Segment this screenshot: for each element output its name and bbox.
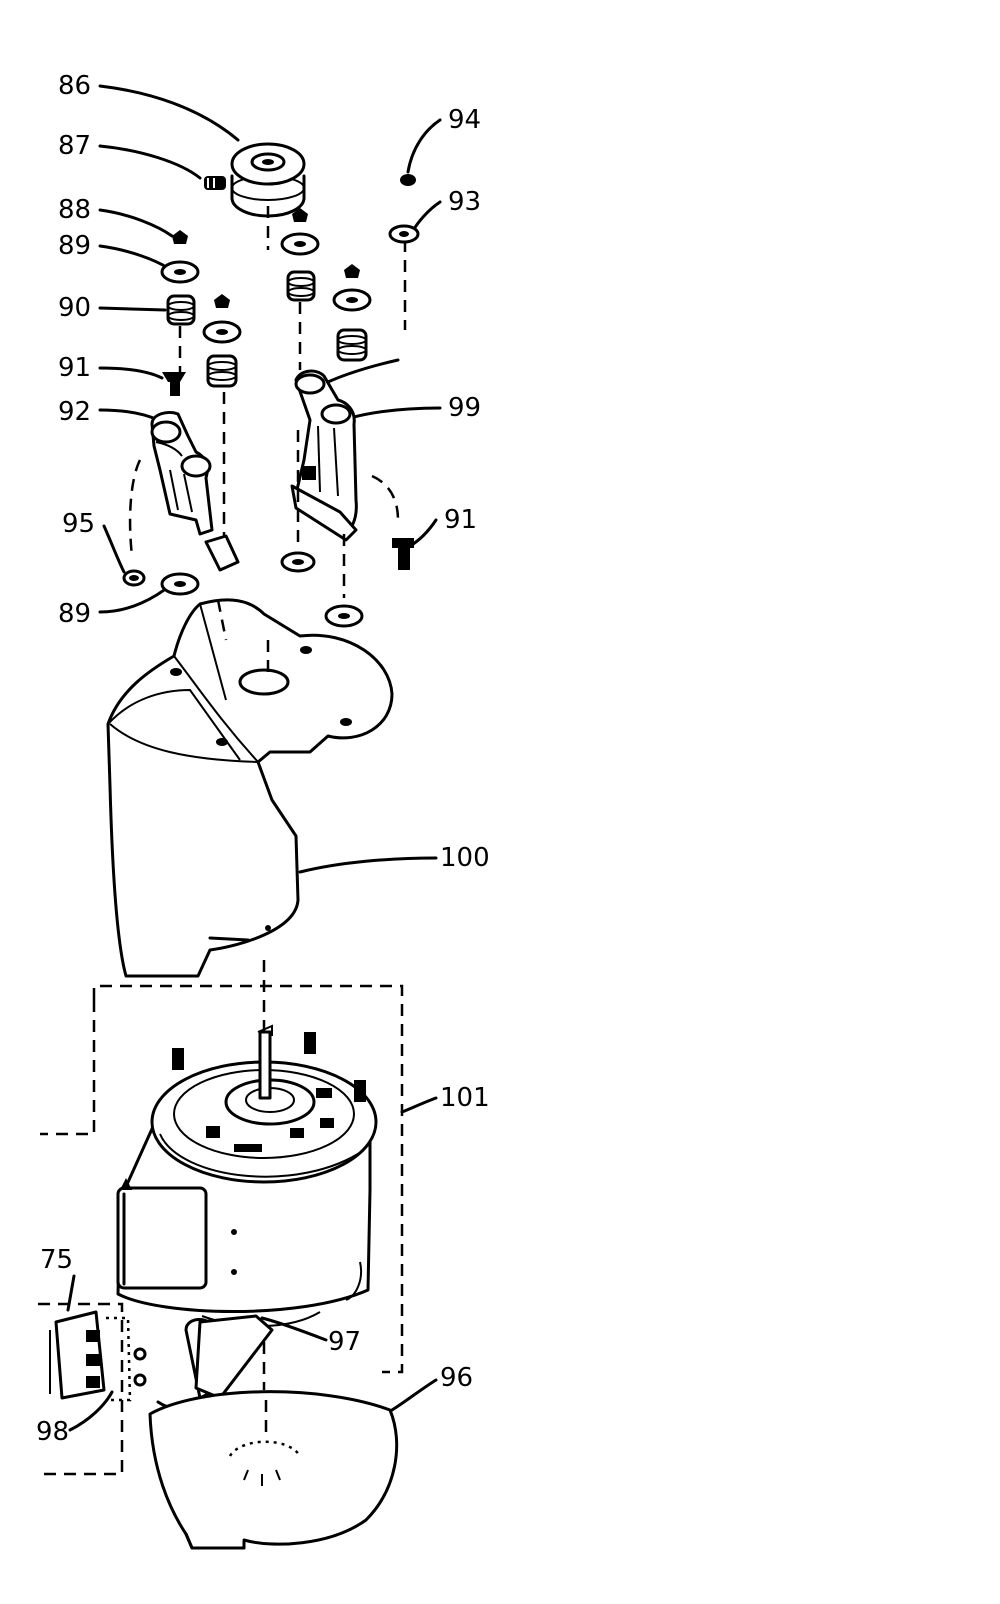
- motor-assembly-outline-left: [40, 1000, 96, 1136]
- setscrew-87: [204, 176, 226, 190]
- label-91-right: 91: [444, 505, 477, 535]
- label-96: 96: [440, 1363, 473, 1393]
- leader-92: [98, 408, 160, 422]
- leader-91-left: [98, 366, 164, 380]
- base-cover-96: [148, 1390, 399, 1550]
- label-95: 95: [62, 509, 95, 539]
- switch-assembly-75-98: [36, 1302, 147, 1476]
- leader-88: [98, 208, 174, 238]
- motor-bracket-92: [128, 410, 240, 572]
- label-88: 88: [58, 195, 91, 225]
- label-90: 90: [58, 293, 91, 323]
- leader-99: [348, 406, 442, 420]
- label-99: 99: [448, 393, 481, 423]
- motor-cover-100: [106, 598, 394, 978]
- leader-96: [390, 1378, 438, 1412]
- lower-fasteners: [122, 551, 364, 628]
- pulley-86: [230, 142, 306, 218]
- motor-assembly-outline: [92, 984, 404, 1374]
- callout-labels: 86 87 88 89 90 91 92 95 89 94 93 99 91 1…: [36, 71, 490, 1447]
- leader-100: [298, 856, 438, 874]
- label-92: 92: [58, 397, 91, 427]
- label-97: 97: [328, 1327, 361, 1357]
- label-100: 100: [440, 843, 490, 873]
- motor-bracket-99: [290, 369, 400, 598]
- leader-95: [102, 524, 126, 574]
- leader-89-bottom: [98, 582, 174, 614]
- leader-97: [260, 1316, 328, 1342]
- leader-87: [98, 144, 202, 180]
- label-87: 87: [58, 131, 91, 161]
- label-91-left: 91: [58, 353, 91, 383]
- leader-89-top: [98, 244, 170, 270]
- motor-101: [116, 1024, 378, 1327]
- label-93: 93: [448, 187, 481, 217]
- label-101: 101: [440, 1083, 490, 1113]
- center-left-isolator-stack: [202, 294, 242, 540]
- leader-86: [98, 84, 240, 142]
- center-isolator-stack: [266, 206, 320, 370]
- bolt-91-right: [392, 538, 414, 570]
- label-86: 86: [58, 71, 91, 101]
- leader-98: [68, 1390, 114, 1432]
- capacitor-97: [156, 1314, 274, 1411]
- label-89-top: 89: [58, 231, 91, 261]
- leader-93: [410, 200, 442, 234]
- label-98: 98: [36, 1417, 69, 1447]
- left-isolator-stack: [160, 230, 200, 396]
- label-94: 94: [448, 105, 481, 135]
- leader-94: [406, 118, 442, 174]
- right-isolator-stack: [332, 174, 420, 362]
- label-75: 75: [40, 1245, 73, 1275]
- leader-90: [98, 306, 167, 312]
- label-89-bottom: 89: [58, 599, 91, 629]
- leader-101: [400, 1096, 438, 1114]
